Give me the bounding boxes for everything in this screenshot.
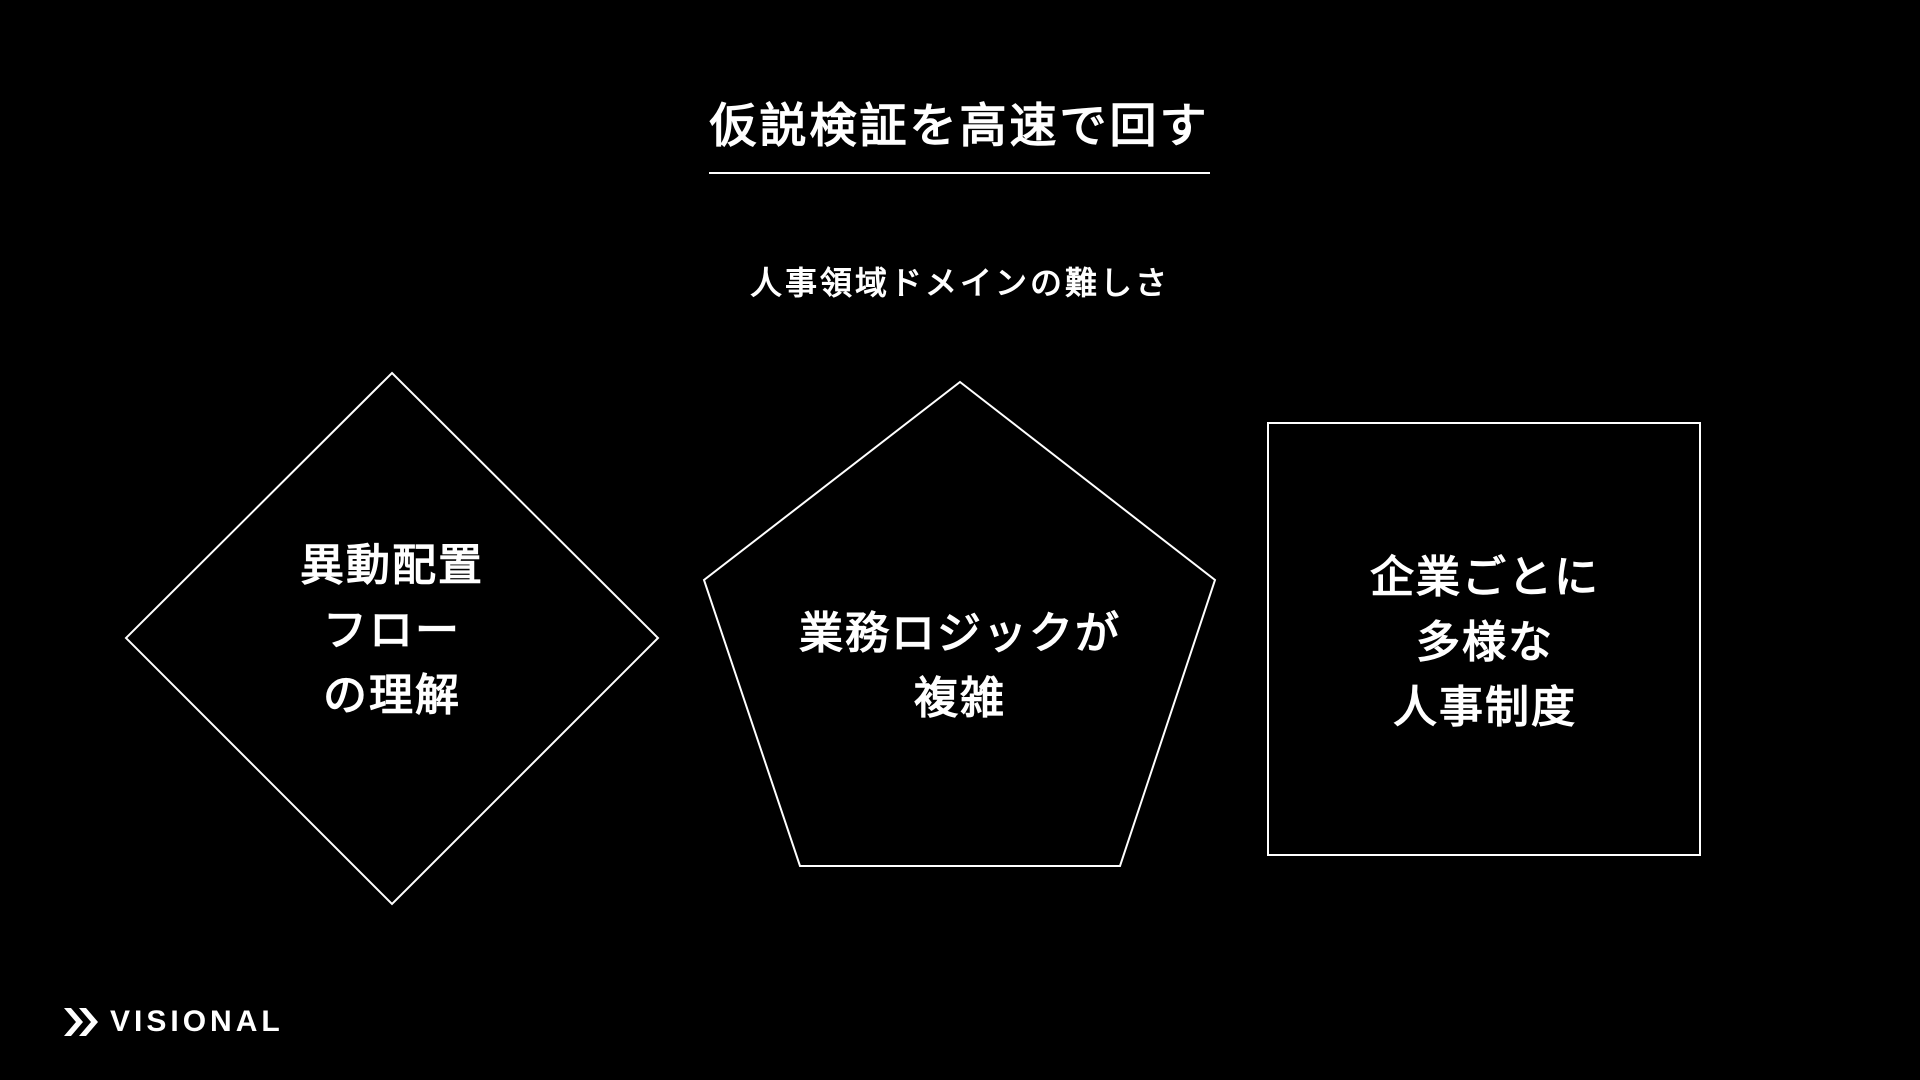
diamond-label-line: の理解 [323, 670, 461, 721]
diamond-shape [124, 371, 660, 906]
slide-subtitle: 人事領域ドメインの難しさ [749, 264, 1170, 302]
square-label: 企業ごとに 多様な 人事制度 [1285, 545, 1685, 740]
pentagon-shape [702, 380, 1217, 867]
diamond-label-line: フロー [323, 605, 461, 656]
square-label-line: 企業ごとに [1370, 552, 1600, 603]
diamond-label: 異動配置 フロー の理解 [232, 533, 552, 728]
logo-text: VISIONAL [110, 1005, 284, 1038]
square-label-line: 人事制度 [1393, 682, 1577, 733]
pentagon-label-line: 業務ロジックが [799, 608, 1121, 659]
slide-title: 仮説検証を高速で回す [709, 99, 1210, 154]
diamond-label-line: 異動配置 [300, 540, 484, 591]
square-label-line: 多様な [1416, 617, 1554, 668]
double-chevron-right-icon [64, 1008, 98, 1036]
pentagon-label-line: 複雑 [914, 673, 1006, 724]
square-shape [1267, 422, 1701, 856]
visional-logo: VISIONAL [64, 1002, 284, 1042]
title-underline [709, 172, 1210, 174]
pentagon-label: 業務ロジックが 複雑 [760, 601, 1160, 731]
